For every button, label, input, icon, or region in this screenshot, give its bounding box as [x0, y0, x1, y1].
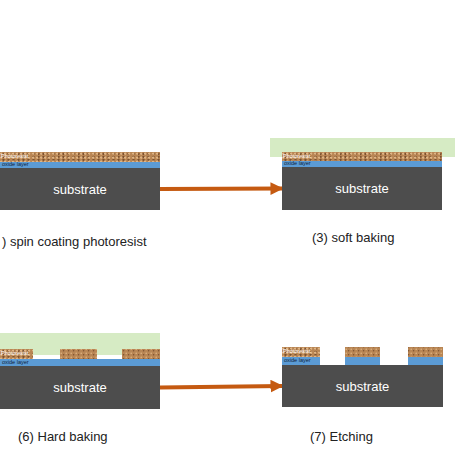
layer-label: oxide layer	[0, 360, 29, 366]
oxide-segment	[408, 357, 443, 365]
layer-label: substrate	[53, 183, 106, 196]
oxide-segment	[345, 357, 380, 365]
layer-label: oxide layer	[282, 161, 311, 167]
layer-label: Photoresist	[282, 154, 311, 160]
layer-label: oxide layer	[0, 162, 29, 168]
layer-label: Photoresist	[0, 351, 29, 357]
step-caption: ) spin coating photoresist	[2, 235, 147, 249]
photoresist-layer: Photoresist	[0, 152, 160, 162]
step-caption: (7) Etching	[310, 430, 373, 444]
photoresist-layer: Photoresist	[0, 349, 33, 359]
layer-label: substrate	[336, 380, 389, 393]
layer-label: Photoresist	[0, 154, 29, 160]
layer-label: substrate	[53, 381, 106, 394]
resist-segment	[408, 347, 443, 357]
process-arrow	[160, 187, 282, 192]
resist-segment	[60, 349, 97, 359]
step-caption: (6) Hard baking	[18, 430, 108, 444]
oxide-layer: oxide layer	[282, 357, 320, 365]
photoresist-layer: Photoresist	[282, 152, 442, 161]
oxide-layer: oxide layer	[0, 359, 160, 366]
photoresist-layer: Photoresist	[282, 347, 320, 357]
substrate-block: substrate	[282, 167, 442, 210]
resist-segment	[345, 347, 380, 357]
layer-label: substrate	[335, 182, 388, 195]
step-caption: (3) soft baking	[312, 231, 394, 245]
substrate-block: substrate	[282, 365, 443, 407]
layer-label: oxide layer	[282, 358, 311, 364]
resist-segment	[122, 349, 160, 359]
substrate-block: substrate	[0, 366, 160, 409]
process-arrow	[160, 386, 282, 388]
substrate-block: substrate	[0, 168, 160, 210]
layer-label: Photoresist	[282, 349, 311, 355]
